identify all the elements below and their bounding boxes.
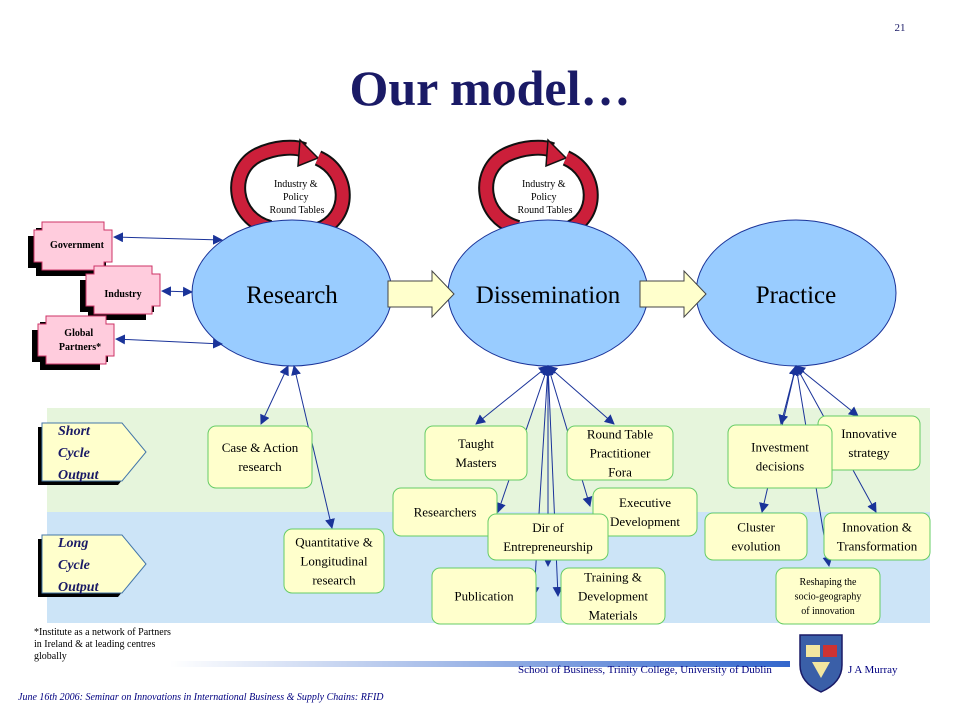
research-label: Research xyxy=(246,282,338,309)
footer-seminar: June 16th 2006: Seminar on Innovations i… xyxy=(18,692,384,703)
industry-box xyxy=(80,265,161,320)
long-cycle-output-label: Long Cycle Output xyxy=(57,536,100,595)
college-crest-icon xyxy=(799,634,843,693)
footer-line xyxy=(170,661,790,667)
footnote: *Institute as a network of Partners in I… xyxy=(34,627,171,662)
innovation-transformation-box: Innovation &Transformation xyxy=(823,512,931,561)
publication-box: Publication xyxy=(431,567,537,625)
dissemination-to-practice-arrow xyxy=(639,269,707,319)
researchers-box: Researchers xyxy=(392,487,498,537)
global-partners-label: Global Partners* xyxy=(59,328,101,353)
publication-label: Publication xyxy=(454,589,514,604)
slide-title: Our model… xyxy=(349,60,630,116)
long-cycle-output-badge xyxy=(38,534,147,597)
innovation-transformation-label: Innovation &Transformation xyxy=(837,520,918,554)
researchers-label: Researchers xyxy=(414,505,477,520)
research-connectors xyxy=(260,365,335,529)
industry-label: Industry xyxy=(104,289,141,300)
practice-label: Practice xyxy=(756,282,837,309)
short-cycle-output-badge xyxy=(38,422,147,485)
research-to-dissemination-arrow xyxy=(387,269,455,319)
government-box xyxy=(28,221,113,276)
partner-connectors xyxy=(113,232,223,349)
round-table-label-2: Industry & Policy Round Tables xyxy=(518,179,573,216)
page-number: 21 xyxy=(895,22,906,34)
global-partners-box xyxy=(32,315,115,370)
footer-author: J A Murray xyxy=(848,664,898,676)
short-cycle-output-label: Short Cycle Output xyxy=(58,424,100,483)
dissemination-label: Dissemination xyxy=(476,282,621,309)
round-table-label-1: Industry & Policy Round Tables xyxy=(270,179,325,216)
footer-school: School of Business, Trinity College, Uni… xyxy=(518,664,772,676)
government-label: Government xyxy=(50,240,105,251)
